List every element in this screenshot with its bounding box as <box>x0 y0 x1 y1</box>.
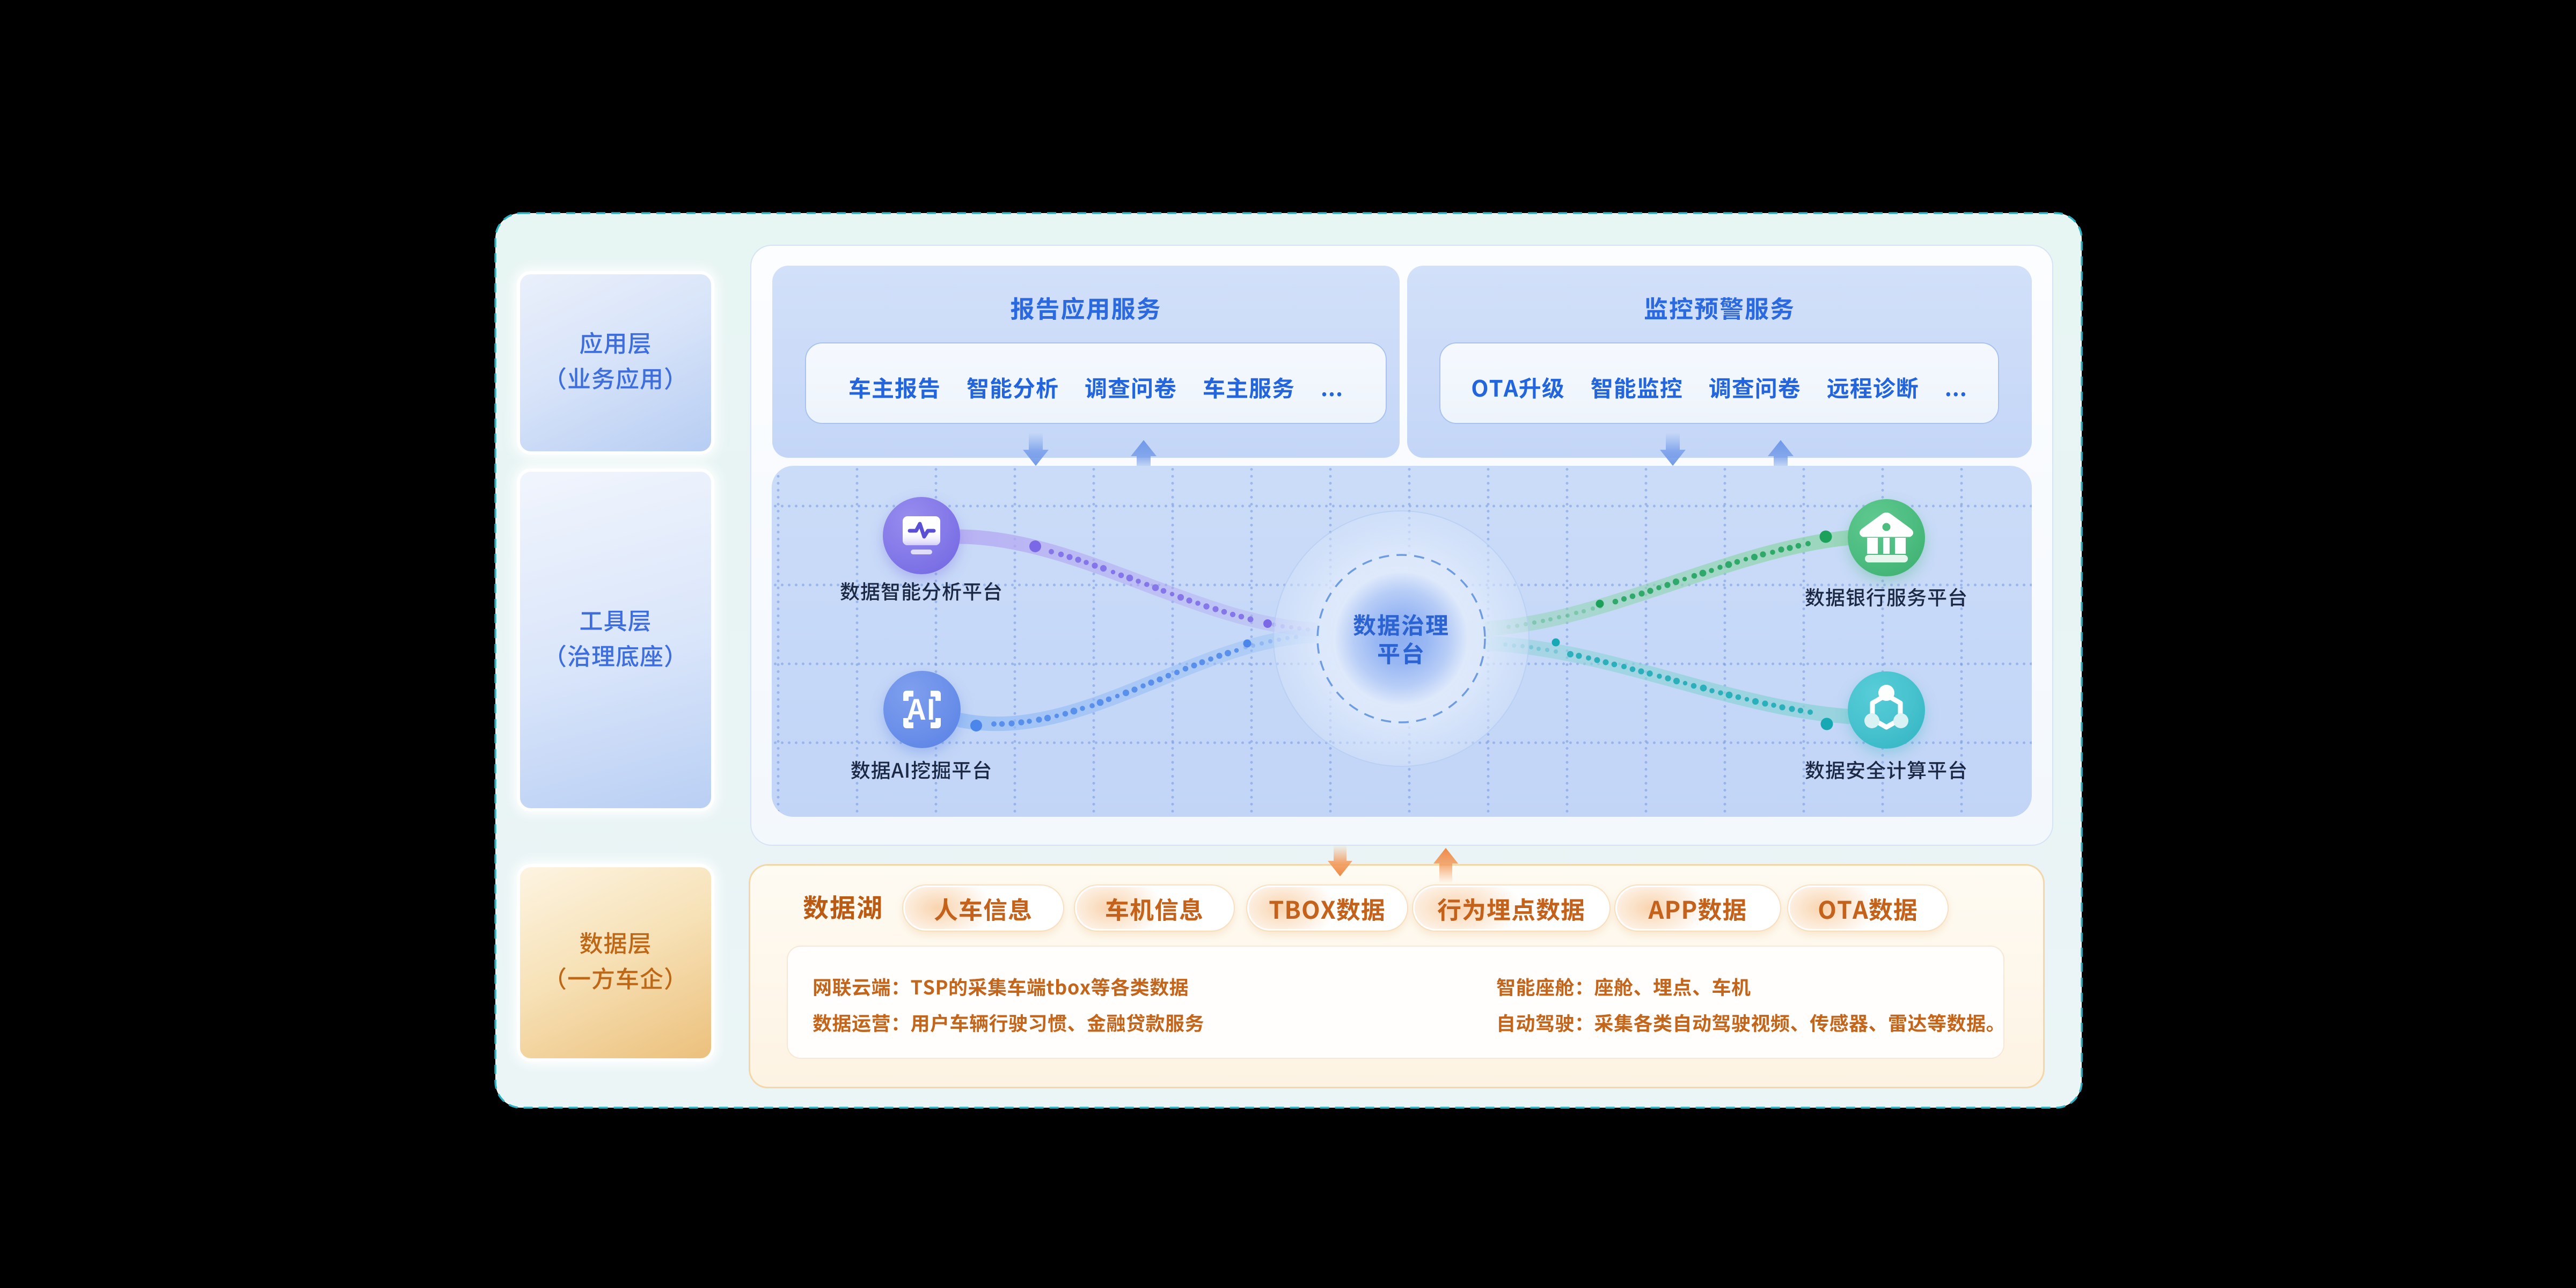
svg-text:AI: AI <box>907 687 937 728</box>
